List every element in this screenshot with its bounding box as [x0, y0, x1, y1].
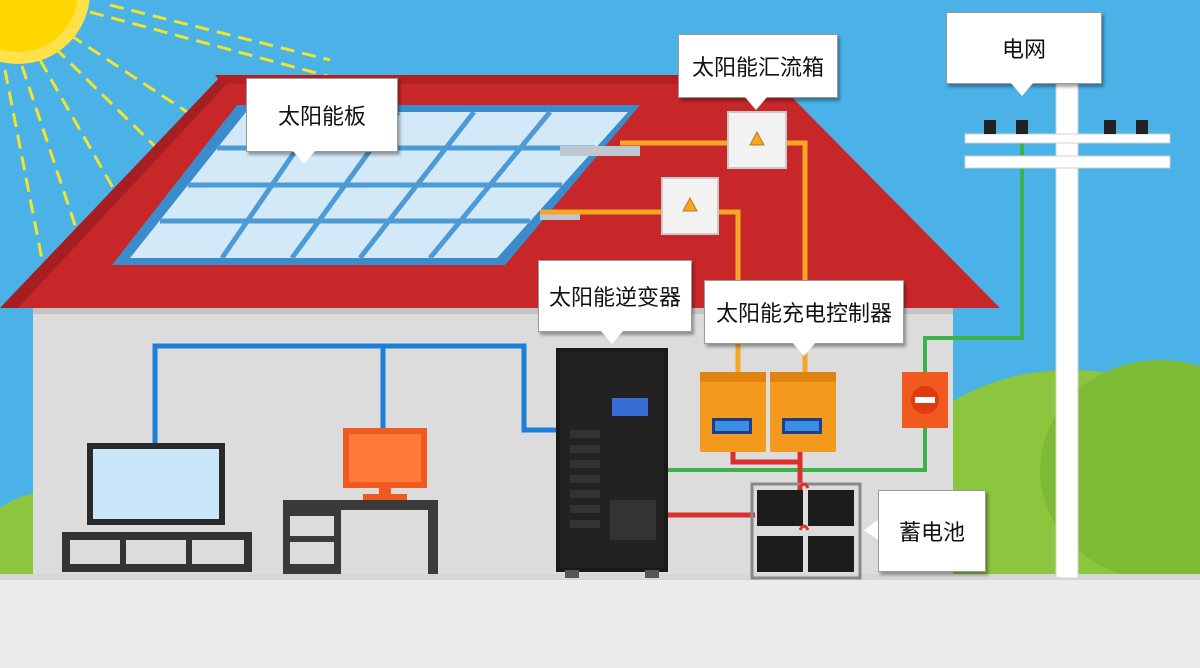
- ac-wiring: [152, 343, 560, 445]
- battery-bank: [750, 482, 862, 580]
- computer-desk: [283, 428, 438, 574]
- utility-pole: [964, 79, 1171, 579]
- television: [62, 443, 252, 572]
- label-grid: 电网: [946, 12, 1102, 84]
- label-combiner-box-text: 太阳能汇流箱: [691, 56, 824, 81]
- label-grid-text: 电网: [1001, 38, 1046, 63]
- grid-meter-box: [902, 372, 948, 428]
- label-inverter: 太阳能逆变器: [538, 260, 692, 332]
- grid-wiring: [668, 130, 1024, 472]
- label-solar-panel: 太阳能板: [246, 78, 398, 152]
- label-solar-panel-text: 太阳能板: [277, 105, 366, 130]
- label-grid-pointer: [1010, 82, 1034, 96]
- combiner-box-2: [661, 177, 719, 235]
- label-inverter-pointer: [600, 330, 624, 344]
- label-battery-text: 蓄电池: [898, 521, 965, 546]
- combiner-box-1: [727, 111, 787, 169]
- label-charge-controller-pointer: [792, 342, 816, 356]
- label-battery: 蓄电池: [878, 490, 986, 572]
- solar-panel: [112, 105, 640, 265]
- charge-controller-1: [700, 372, 766, 452]
- label-combiner-box-pointer: [744, 96, 768, 110]
- inverter-cabinet: [556, 348, 668, 578]
- ground: [0, 576, 1200, 668]
- label-combiner-box: 太阳能汇流箱: [678, 34, 838, 98]
- charge-controller-2: [770, 372, 836, 452]
- label-charge-controller: 太阳能充电控制器: [704, 280, 904, 344]
- label-charge-controller-text: 太阳能充电控制器: [715, 302, 892, 327]
- label-solar-panel-pointer: [292, 150, 316, 164]
- sun: [0, 0, 90, 64]
- label-inverter-text: 太阳能逆变器: [548, 286, 681, 311]
- label-battery-pointer: [864, 520, 878, 540]
